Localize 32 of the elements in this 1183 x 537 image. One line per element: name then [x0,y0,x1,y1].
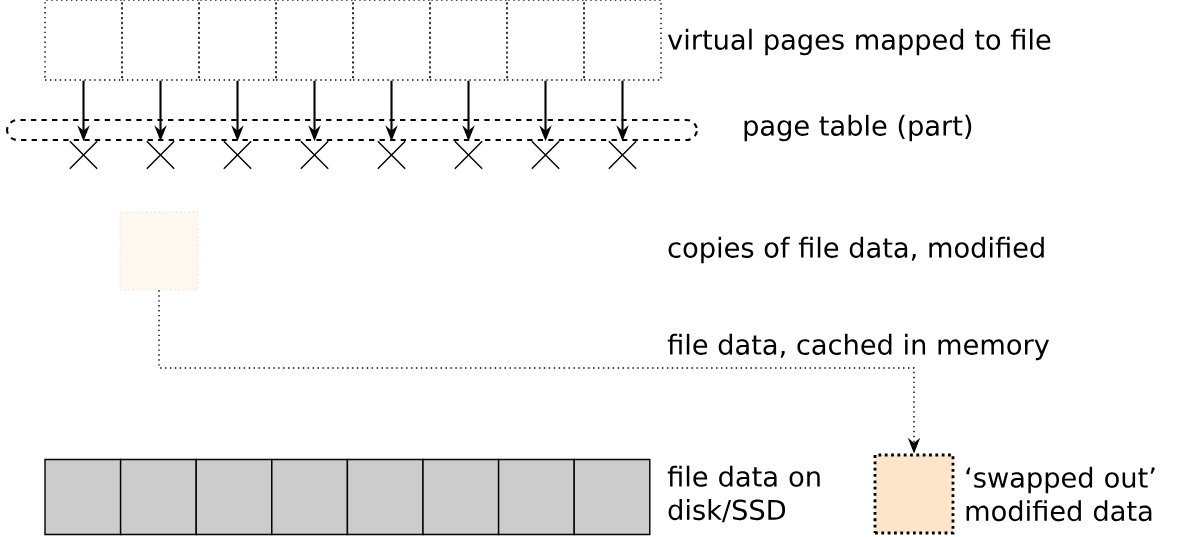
text-label: virtual pages mapped to file [667,28,1051,56]
memory-page-box [119,211,199,291]
cross-mark [531,140,560,170]
text-label: file data on disk/SSD [667,465,820,523]
disk-block [497,458,575,536]
text-label: file data, cached in memory [667,333,1049,361]
disk-block [346,458,424,536]
cross-mark [454,140,483,170]
cross-mark [377,140,406,170]
cross-mark [146,140,175,170]
disk-block [573,458,651,536]
swap-page-box [873,453,955,535]
virtual-page-box [44,0,123,81]
cross-mark [69,140,98,170]
disk-block [271,458,349,536]
disk-block [119,458,197,536]
virtual-page-box [583,0,662,81]
cross-mark [223,140,252,170]
cross-mark [608,140,637,170]
disk-block [422,458,500,536]
virtual-page-box [198,0,277,81]
virtual-page-box [506,0,585,81]
disk-block [44,458,122,536]
text-label: copies of file data, modified [668,236,1044,264]
virtual-page-box [121,0,200,81]
disk-block [195,458,273,536]
text-label: page table (part) [744,114,972,142]
virtual-page-box [275,0,354,81]
text-label: ‘swapped out’ modified data [966,466,1155,522]
virtual-page-box [352,0,431,81]
virtual-page-box [429,0,508,81]
cross-mark [300,140,329,170]
